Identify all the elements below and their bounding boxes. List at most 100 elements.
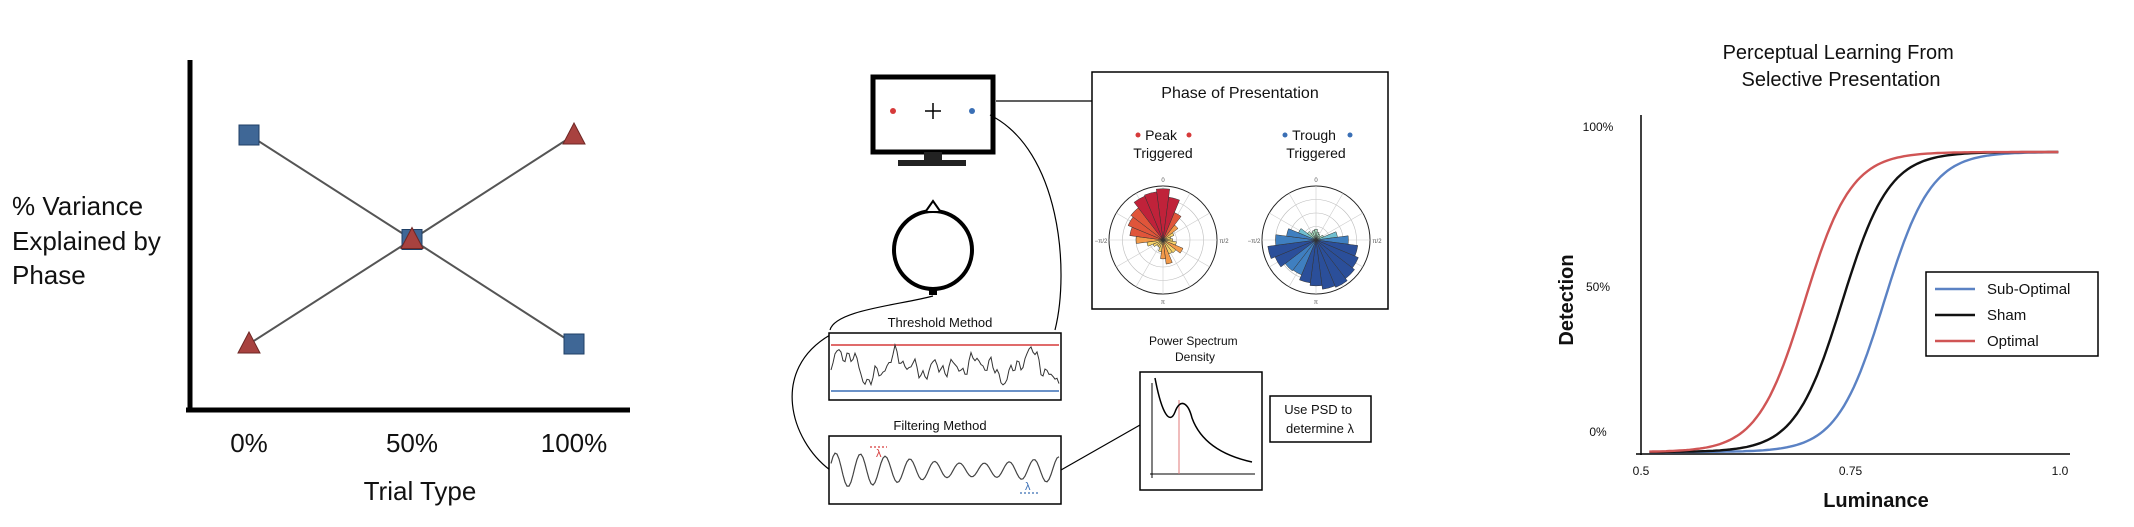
polar-bin bbox=[1311, 230, 1317, 241]
triangle-marker bbox=[562, 121, 586, 145]
filtering-to-psd-connector bbox=[1060, 424, 1141, 471]
polar-tick-label: π/2 bbox=[1219, 239, 1229, 245]
polar-tick-label: π bbox=[1161, 300, 1165, 306]
legend-label: Optimal bbox=[1987, 333, 2039, 350]
polar-bin bbox=[1162, 224, 1179, 241]
right-x-label: Luminance bbox=[1823, 490, 1929, 512]
polar-spoke bbox=[1135, 239, 1164, 287]
peak-lambda-symbol: λ bbox=[876, 448, 882, 460]
polar-tick-label: −π/2 bbox=[1095, 239, 1108, 245]
x-tick-label: 100% bbox=[541, 428, 608, 458]
psd-note-line-2: determine λ bbox=[1286, 421, 1354, 436]
monitor-base bbox=[898, 160, 966, 166]
polar-bin bbox=[1144, 191, 1164, 241]
polar-bin bbox=[1315, 239, 1348, 288]
psd-note-line-1: Use PSD to bbox=[1284, 402, 1352, 417]
psd-curve bbox=[1154, 377, 1253, 463]
polar-bin bbox=[1162, 212, 1182, 241]
x-tick-label: 50% bbox=[386, 428, 438, 458]
head-to-threshold-curve bbox=[829, 295, 934, 331]
right-y-label: Detection bbox=[1556, 254, 1578, 345]
monitor-to-threshold-curve bbox=[989, 114, 1062, 331]
polar-bin bbox=[1309, 239, 1323, 287]
trough-label-line-2: Triggered bbox=[1286, 145, 1345, 161]
polar-bin bbox=[1156, 188, 1170, 241]
polar-bin bbox=[1307, 231, 1317, 241]
threshold-title: Threshold Method bbox=[888, 315, 993, 330]
y-label-line-2: Explained by bbox=[12, 226, 161, 256]
head-icon bbox=[892, 199, 974, 295]
left-y-label: % Variance Explained by Phase bbox=[12, 191, 168, 290]
y-tick-label: 50% bbox=[1586, 280, 1610, 294]
head-to-filtering-curve bbox=[791, 334, 831, 471]
x-tick-label: 0.5 bbox=[1633, 464, 1650, 478]
monitor bbox=[870, 74, 996, 166]
psd-title-line-2: Density bbox=[1175, 350, 1215, 364]
legend-label: Sham bbox=[1987, 307, 2026, 324]
phase-box-title: Phase of Presentation bbox=[1161, 85, 1318, 102]
psd-box bbox=[1139, 371, 1263, 491]
x-tick-label: 0% bbox=[230, 428, 268, 458]
polar-bin bbox=[1160, 239, 1166, 260]
electrode bbox=[929, 289, 937, 295]
middle-panel: Phase of Presentation Peak Triggered Tro… bbox=[791, 71, 1389, 505]
peak-triggered-label: Peak Triggered bbox=[1133, 127, 1192, 161]
right-panel: Perceptual Learning From Selective Prese… bbox=[1556, 42, 2099, 512]
peak-label-dot-left bbox=[1135, 132, 1141, 138]
square-marker bbox=[238, 124, 260, 146]
y-tick-label: 100% bbox=[1583, 120, 1614, 134]
polar-bin bbox=[1299, 239, 1317, 284]
peak-polar-histogram: 0 π −π/2 π/2 bbox=[1095, 178, 1230, 306]
psd-title: Power Spectrum Density bbox=[1149, 334, 1241, 364]
left-panel: % Variance Explained by Phase 0%50%100% … bbox=[12, 60, 630, 506]
polar-bin bbox=[1267, 239, 1317, 259]
peak-label-line-1: Peak bbox=[1145, 127, 1178, 143]
square-marker bbox=[563, 333, 585, 355]
polar-bin bbox=[1162, 239, 1184, 254]
curve-sub-optimal bbox=[1649, 151, 2059, 454]
head-nose bbox=[925, 199, 941, 212]
polar-tick-label: 0 bbox=[1161, 178, 1165, 184]
peak-stim-dot bbox=[890, 108, 896, 114]
polar-bin bbox=[1162, 232, 1175, 241]
x-tick-label: 0.75 bbox=[1839, 464, 1863, 478]
filtering-sine-trace bbox=[830, 452, 1060, 487]
trough-stim-dot bbox=[969, 108, 975, 114]
y-label-line-3: Phase bbox=[12, 260, 86, 290]
polar-spoke bbox=[1315, 193, 1344, 241]
polar-spoke bbox=[1315, 212, 1363, 241]
polar-bin bbox=[1275, 234, 1317, 246]
polar-tick-label: π bbox=[1314, 300, 1318, 306]
polar-tick-label: 0 bbox=[1314, 178, 1318, 184]
filtering-title: Filtering Method bbox=[893, 418, 986, 433]
right-title-line-2: Selective Presentation bbox=[1741, 69, 1940, 91]
polar-bin bbox=[1314, 228, 1318, 241]
polar-bin bbox=[1162, 196, 1180, 241]
trough-label-dot-right bbox=[1347, 132, 1353, 138]
triangle-marker bbox=[237, 330, 261, 354]
left-x-label: Trial Type bbox=[364, 476, 477, 506]
legend-label: Sub-Optimal bbox=[1987, 281, 2070, 298]
trough-label-dot-left bbox=[1282, 132, 1288, 138]
psd-note: Use PSD to determine λ bbox=[1284, 402, 1356, 436]
y-tick-label: 0% bbox=[1589, 425, 1607, 439]
triangle-marker bbox=[400, 226, 424, 249]
x-tick-label: 1.0 bbox=[2052, 464, 2069, 478]
threshold-box bbox=[828, 332, 1062, 401]
polar-bin bbox=[1298, 228, 1317, 241]
head-circle bbox=[892, 209, 974, 291]
monitor-neck bbox=[924, 152, 942, 161]
psd-title-line-1: Power Spectrum bbox=[1149, 334, 1238, 348]
curve-optimal bbox=[1649, 150, 2059, 453]
psd-note-box bbox=[1269, 395, 1372, 443]
threshold-eeg-trace bbox=[830, 343, 1060, 387]
y-label-line-1: % Variance bbox=[12, 191, 143, 221]
filtering-box bbox=[828, 435, 1062, 505]
polar-bin bbox=[1315, 239, 1336, 290]
trough-lambda-symbol: λ bbox=[1025, 481, 1031, 493]
trough-triggered-label: Trough Triggered bbox=[1286, 127, 1345, 161]
polar-spoke bbox=[1288, 193, 1317, 241]
peak-label-line-2: Triggered bbox=[1133, 145, 1192, 161]
